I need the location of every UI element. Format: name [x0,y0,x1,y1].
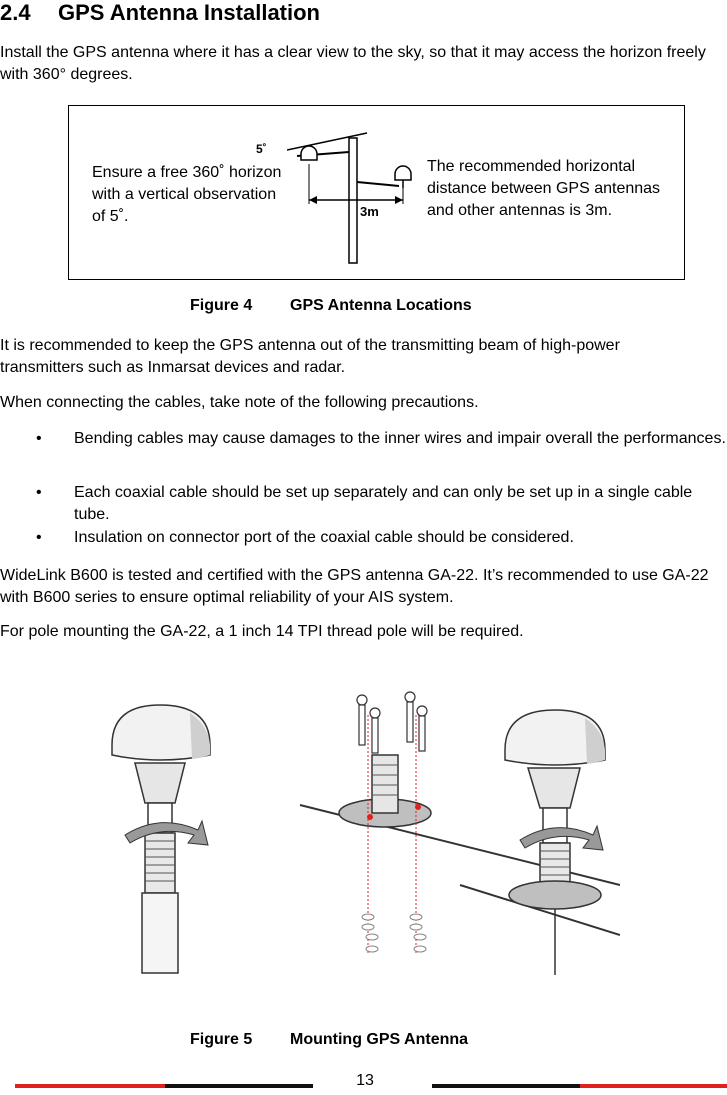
mount-plate-icon [299,691,620,955]
bullet-dot: • [36,430,42,447]
section-heading: 2.4 GPS Antenna Installation [0,0,320,26]
figure5-caption: Figure 5 Mounting GPS Antenna [190,1031,468,1049]
footer-dark-left [165,1084,313,1088]
bullet-text: Bending cables may cause damages to the … [74,430,726,447]
figure4-frame: Ensure a free 360˚ horizon with a vertic… [68,105,685,280]
footer-accent-right [580,1084,727,1088]
figure4-title: GPS Antenna Locations [290,297,472,314]
figure4-caption: Figure 4 GPS Antenna Locations [190,297,472,315]
beam-paragraph: It is recommended to keep the GPS antenn… [0,337,620,376]
right-antenna-icon [459,709,620,975]
bullet-dot: • [36,529,42,546]
bullet-dot: • [36,484,42,501]
antenna-diagram [287,132,412,264]
bullet-text: Insulation on connector port of the coax… [74,529,574,546]
bullet-item: • Bending cables may cause damages to th… [36,428,726,450]
distance-label: 3m [360,204,379,219]
certified-paragraph: WideLink B600 is tested and certified wi… [0,567,709,606]
figure5-number: Figure 5 [190,1031,253,1048]
intro-paragraph: Install the GPS antenna where it has a c… [0,44,706,83]
figure4-right-text: The recommended horizontal distance betw… [427,158,661,219]
pole-paragraph: For pole mounting the GA-22, a 1 inch 14… [0,623,524,640]
page-number: 13 [356,1072,374,1089]
upper-antenna-icon [300,145,318,161]
footer-accent-left [15,1084,165,1088]
mounting-illustration [111,691,620,975]
section-number: 2.4 [0,0,31,25]
bullet-text: Each coaxial cable should be set up sepa… [74,484,693,523]
angle-label: 5˚ [256,142,267,156]
bullet-item: • Each coaxial cable should be set up se… [36,482,696,526]
left-antenna-icon [111,704,211,974]
bullet-item: • Insulation on connector port of the co… [36,527,726,549]
angle-line [287,132,368,151]
section-title: GPS Antenna Installation [58,0,320,25]
cables-paragraph: When connecting the cables, take note of… [0,394,479,411]
lower-arm [356,181,400,187]
figure4-left-text: Ensure a free 360˚ horizon with a vertic… [92,164,282,225]
lower-antenna-icon [394,165,412,181]
figure4-number: Figure 4 [190,297,253,314]
footer-dark-right [432,1084,580,1088]
figure5-title: Mounting GPS Antenna [290,1031,469,1048]
